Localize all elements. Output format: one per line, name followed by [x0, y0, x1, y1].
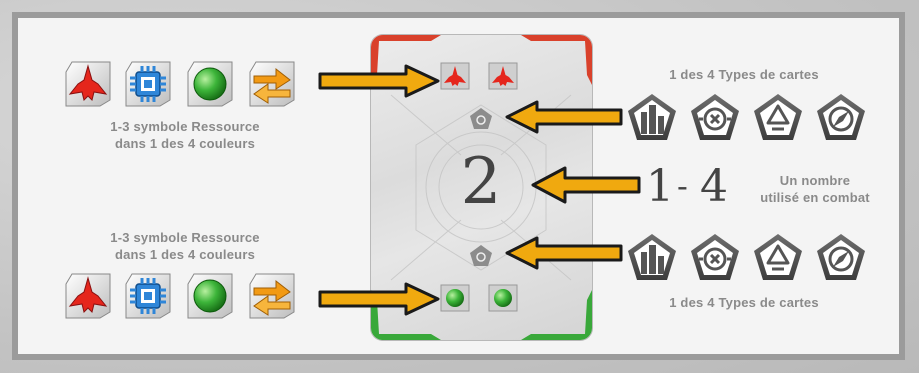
card-bottom-slot-2: [489, 285, 517, 311]
recycle-icon: [752, 92, 804, 142]
card-bottom-type-icon: [470, 245, 492, 266]
exchange-icon: [246, 58, 298, 110]
number-caption: Un nombre utilisé en combat: [734, 172, 896, 206]
arrow-top-right: [505, 100, 623, 134]
resource-caption-bottom-line2: dans 1 des 4 couleurs: [70, 246, 300, 263]
compass-icon: [815, 232, 867, 282]
types-caption-bottom: 1 des 4 Types de cartes: [624, 294, 864, 311]
number-caption-line1: Un nombre: [734, 172, 896, 189]
card-top-slot-1: [441, 63, 469, 89]
sphere-icon: [184, 58, 236, 110]
ship-icon: [62, 58, 114, 110]
arrow-bottom-right: [505, 236, 623, 270]
resource-caption-top: 1-3 symbole Ressource dans 1 des 4 coule…: [70, 118, 300, 152]
resource-caption-bottom: 1-3 symbole Ressource dans 1 des 4 coule…: [70, 229, 300, 263]
target-icon: [689, 92, 741, 142]
chip-icon: [122, 58, 174, 110]
types-caption-top: 1 des 4 Types de cartes: [624, 66, 864, 83]
recycle-icon: [752, 232, 804, 282]
card-top-slot-2: [489, 63, 517, 89]
chip-icon: [122, 270, 174, 322]
number-range-high: 4: [700, 163, 728, 211]
resource-caption-top-line2: dans 1 des 4 couleurs: [70, 135, 300, 152]
resource-caption-bottom-line1: 1-3 symbole Ressource: [70, 229, 300, 246]
arrow-bottom-left: [318, 282, 442, 316]
compass-icon: [815, 92, 867, 142]
card-top-type-icon: [470, 108, 492, 129]
arrow-top-left: [318, 64, 442, 98]
resource-caption-top-line1: 1-3 symbole Ressource: [70, 118, 300, 135]
ship-icon: [62, 270, 114, 322]
buildings-icon: [626, 232, 678, 282]
number-range-dash: -: [677, 166, 688, 206]
card-bottom-slot-1: [441, 285, 469, 311]
exchange-icon: [246, 270, 298, 322]
sphere-icon: [184, 270, 236, 322]
number-caption-line2: utilisé en combat: [734, 189, 896, 206]
target-icon: [689, 232, 741, 282]
card-number: 2: [456, 147, 506, 217]
buildings-icon: [626, 92, 678, 142]
arrow-middle-right: [531, 166, 641, 204]
number-range-low: 1: [646, 163, 674, 211]
